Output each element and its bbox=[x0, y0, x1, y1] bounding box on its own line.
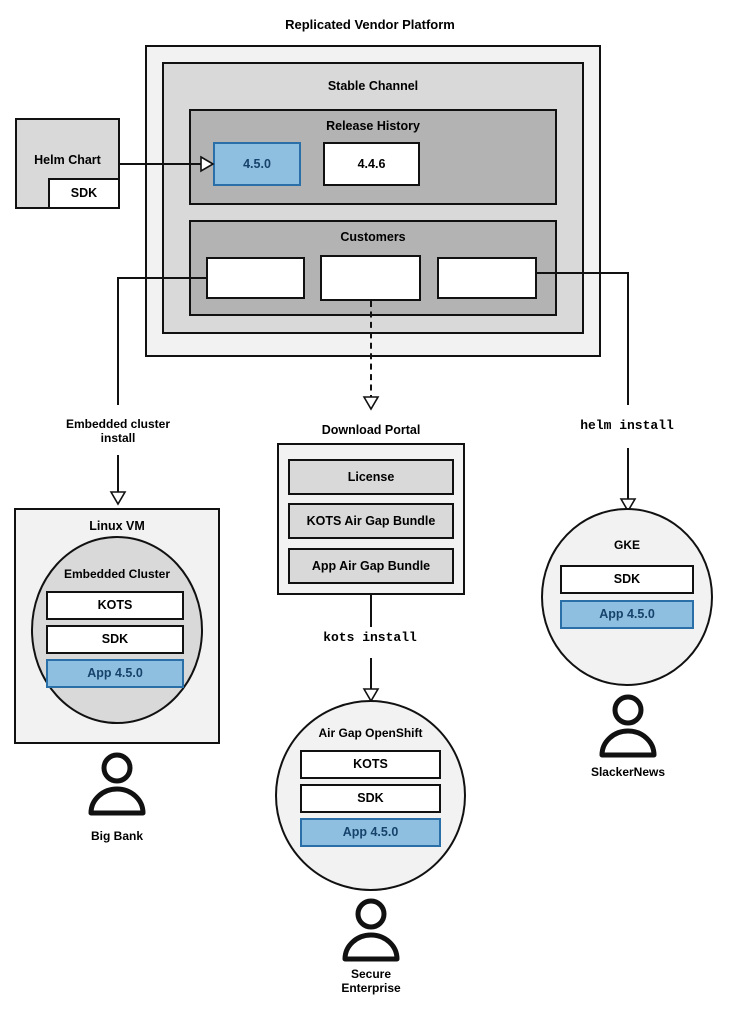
linux-vm-component-app[interactable]: App 4.5.0 bbox=[46, 659, 184, 688]
artifact-label: License bbox=[347, 469, 395, 484]
helm-chart-sdk-box[interactable]: SDK bbox=[48, 178, 120, 209]
connector-aicompany-vertical bbox=[627, 272, 629, 405]
component-label: KOTS bbox=[353, 757, 388, 772]
person-icon bbox=[342, 898, 400, 962]
connector-kots-install-down bbox=[370, 658, 372, 694]
arrowhead-to-download-portal bbox=[362, 396, 380, 411]
stable-channel-title: Stable Channel bbox=[327, 79, 419, 93]
openshift-component-sdk[interactable]: SDK bbox=[300, 784, 441, 813]
arrowhead-to-gke bbox=[619, 498, 637, 513]
component-label: KOTS bbox=[97, 598, 133, 613]
arrowhead-to-linux-vm bbox=[109, 491, 127, 506]
install-path-kots-install-label: kots install bbox=[323, 630, 417, 645]
install-path-helm-install-label: helm install bbox=[580, 418, 674, 433]
connector-aicompany-horizontal bbox=[537, 272, 629, 274]
customers-title: Customers bbox=[340, 230, 406, 244]
install-path-embedded-cluster-label: Embedded cluster install bbox=[65, 417, 171, 446]
download-artifact-license[interactable]: License bbox=[288, 459, 454, 495]
release-4-4-6[interactable]: 4.4.6 bbox=[323, 142, 420, 186]
connector-bigbank-vertical bbox=[117, 277, 119, 405]
component-label: App 4.5.0 bbox=[342, 825, 399, 840]
arrowhead-helm-to-release bbox=[200, 155, 215, 173]
release-version-label: 4.4.6 bbox=[357, 156, 386, 171]
component-label: SDK bbox=[357, 791, 384, 806]
linux-vm-title: Linux VM bbox=[89, 519, 145, 533]
gke-title: GKE bbox=[613, 538, 640, 552]
person-icon bbox=[599, 694, 657, 758]
linux-vm-component-kots[interactable]: KOTS bbox=[46, 591, 184, 620]
linux-vm-owner-label: Big Bank bbox=[90, 829, 143, 843]
connector-secure-enterprise-dashed bbox=[370, 301, 372, 401]
connector-helm-install-down bbox=[627, 448, 629, 506]
connector-bigbank-horizontal bbox=[117, 277, 207, 279]
component-label: SDK bbox=[101, 632, 129, 647]
gke-owner-label: SlackerNews bbox=[590, 765, 666, 779]
openshift-owner-label: Secure Enterprise bbox=[341, 967, 401, 996]
artifact-label: App Air Gap Bundle bbox=[311, 558, 431, 573]
artifact-label: KOTS Air Gap Bundle bbox=[306, 513, 436, 528]
release-history-title: Release History bbox=[326, 119, 420, 133]
embedded-cluster-title: Embedded Cluster bbox=[63, 567, 171, 581]
release-4-5-0[interactable]: 4.5.0 bbox=[213, 142, 301, 186]
gke-component-app[interactable]: App 4.5.0 bbox=[560, 600, 694, 629]
release-version-label: 4.5.0 bbox=[243, 156, 271, 171]
linux-vm-component-sdk[interactable]: SDK bbox=[46, 625, 184, 654]
component-label: SDK bbox=[613, 572, 641, 587]
download-artifact-app-air-gap-bundle[interactable]: App Air Gap Bundle bbox=[288, 548, 454, 584]
component-label: App 4.5.0 bbox=[87, 666, 143, 681]
person-icon bbox=[88, 752, 146, 816]
download-artifact-kots-air-gap-bundle[interactable]: KOTS Air Gap Bundle bbox=[288, 503, 454, 539]
diagram-title: Replicated Vendor Platform bbox=[285, 17, 455, 32]
connector-embedded-install-down bbox=[117, 455, 119, 499]
arrowhead-to-openshift bbox=[362, 688, 380, 703]
sdk-label: SDK bbox=[70, 186, 98, 201]
customer-ai-company[interactable] bbox=[437, 257, 537, 299]
air-gap-openshift-title: Air Gap OpenShift bbox=[318, 726, 423, 740]
customer-secure-enterprise[interactable] bbox=[320, 255, 421, 301]
gke-circle bbox=[541, 508, 713, 686]
gke-component-sdk[interactable]: SDK bbox=[560, 565, 694, 594]
component-label: App 4.5.0 bbox=[599, 607, 655, 622]
openshift-component-app[interactable]: App 4.5.0 bbox=[300, 818, 441, 847]
download-portal-title: Download Portal bbox=[321, 423, 421, 437]
helm-chart-label: Helm Chart bbox=[34, 153, 101, 167]
connector-portal-down bbox=[370, 595, 372, 627]
customer-big-bank[interactable] bbox=[206, 257, 305, 299]
openshift-component-kots[interactable]: KOTS bbox=[300, 750, 441, 779]
connector-helm-to-release bbox=[120, 163, 204, 165]
